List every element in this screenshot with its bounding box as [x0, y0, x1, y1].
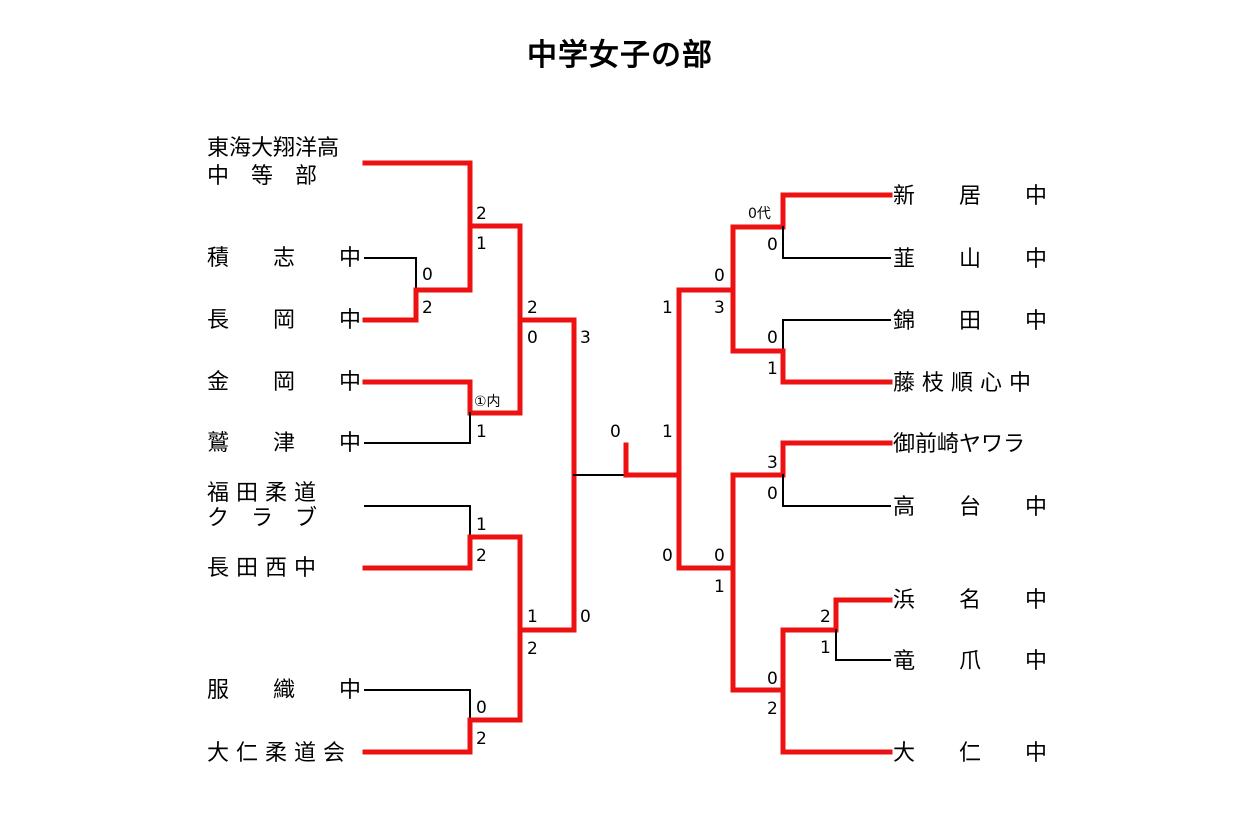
line-sekishi: [364, 257, 417, 291]
line-washizu: [364, 412, 471, 444]
left-team-1-line-0: 積 志 中: [207, 246, 361, 271]
score-r-r2-top: 0: [714, 266, 725, 286]
score-r-r1-nishikida: 0: [767, 328, 778, 348]
left-team-4-line-0: 鷲 津 中: [207, 431, 361, 456]
score-r-r2-omaezaki: 0: [714, 546, 725, 566]
right-team-7-line-0: 竜 爪 中: [893, 649, 1047, 674]
line-takadai: [782, 474, 891, 507]
line-hatori: [364, 689, 471, 721]
score-l-r3-tokai: 2: [527, 298, 538, 318]
score-r-r1-nirayama: 0: [767, 235, 778, 255]
left-team-0-line-0: 東海大翔洋高: [207, 136, 339, 161]
score-l-r2-washizu: 1: [476, 422, 487, 442]
line-nagaoka: [362, 223, 473, 323]
score-l-sf-top: 3: [580, 328, 591, 348]
score-final-right: 1: [662, 422, 673, 442]
score-l-r1-sekishi: 0: [422, 265, 433, 285]
score-l-r3-kanaoka: 0: [527, 328, 538, 348]
right-team-1-line-0: 韮 山 中: [893, 247, 1047, 272]
right-team-6-line-0: 浜 名 中: [893, 588, 1047, 613]
line-nishikida: [782, 319, 891, 352]
score-r-r1-arai: 0代: [748, 206, 771, 222]
left-team-3-line-0: 金 岡 中: [207, 370, 361, 395]
right-team-8-line-0: 大 仁 中: [893, 741, 1047, 766]
score-r-r0-hamana: 2: [820, 607, 831, 627]
score-r-sf-bot: 0: [662, 546, 673, 566]
score-labels: 0 2 2 1 ①内 1 1 2 0 2 2 0 1 2 3 0 0 1 0代 0 0 1 3 0 2 1 0 3 0 1 0 2 1 0: [422, 204, 831, 749]
right-team-2-line-0: 錦 田 中: [893, 309, 1047, 334]
score-r-r2-bot: 1: [714, 577, 725, 597]
score-r-r2-ohito: 2: [767, 699, 778, 719]
bracket-lines: [362, 160, 893, 755]
line-arai: [676, 192, 893, 478]
score-r-r1-omaezaki: 3: [767, 453, 778, 473]
score-r-r2-hamana: 0: [767, 669, 778, 689]
line-tokai: [362, 160, 577, 478]
right-team-3-line-0: 藤 枝 順 心 中: [893, 371, 1031, 396]
score-l-r2-fukuda: 1: [476, 515, 487, 535]
left-team-8-line-0: 大 仁 柔 道 会: [207, 741, 345, 766]
score-r-sf-top: 1: [662, 298, 673, 318]
score-l-r2-kanaoka: ①内: [474, 394, 501, 410]
line-ryuso: [835, 629, 891, 661]
line-fujieda: [730, 287, 893, 385]
score-l-r2-ohito: 2: [476, 729, 487, 749]
line-final-red: [623, 442, 682, 478]
left-team-2-line-0: 長 岡 中: [207, 308, 361, 333]
left-team-5-line-1: ク ラ ブ: [207, 506, 317, 531]
left-team-5-line-0: 福 田 柔 道: [207, 481, 316, 506]
score-r-r2-fujieda: 3: [714, 298, 725, 318]
left-team-0-line-1: 中 等 部: [207, 164, 317, 189]
score-l-r1-nagaoka: 2: [422, 298, 433, 318]
right-team-5-line-0: 高 台 中: [893, 495, 1047, 520]
score-l-r2-tokai: 2: [476, 204, 487, 224]
line-nagatanishi: [362, 534, 523, 633]
right-team-0-line-0: 新 居 中: [893, 184, 1047, 209]
score-l-r2-hatori: 0: [476, 698, 487, 718]
line-nirayama: [782, 226, 891, 259]
right-team-4-line-0: 御前崎ヤワラ: [893, 432, 1025, 457]
page-title: 中学女子の部: [527, 38, 713, 73]
score-l-r2-nagatanishi: 2: [476, 546, 487, 566]
line-ohito-l: [362, 472, 577, 755]
left-team-7-line-0: 服 織 中: [207, 678, 361, 703]
line-fukuda: [364, 505, 471, 538]
score-r-r0-ryuso: 1: [820, 638, 831, 658]
score-l-r3-ohito: 2: [527, 639, 538, 659]
score-r-r1-fujieda: 1: [767, 359, 778, 379]
score-final-left: 0: [610, 422, 621, 442]
score-l-r3-nagatanishi: 1: [527, 607, 538, 627]
score-l-sf-bot: 0: [580, 607, 591, 627]
line-ohito-r: [676, 472, 893, 755]
score-l-r2-nagaoka: 1: [476, 234, 487, 254]
score-r-r1-takadai: 0: [767, 484, 778, 504]
left-team-6-line-0: 長 田 西 中: [207, 556, 316, 581]
